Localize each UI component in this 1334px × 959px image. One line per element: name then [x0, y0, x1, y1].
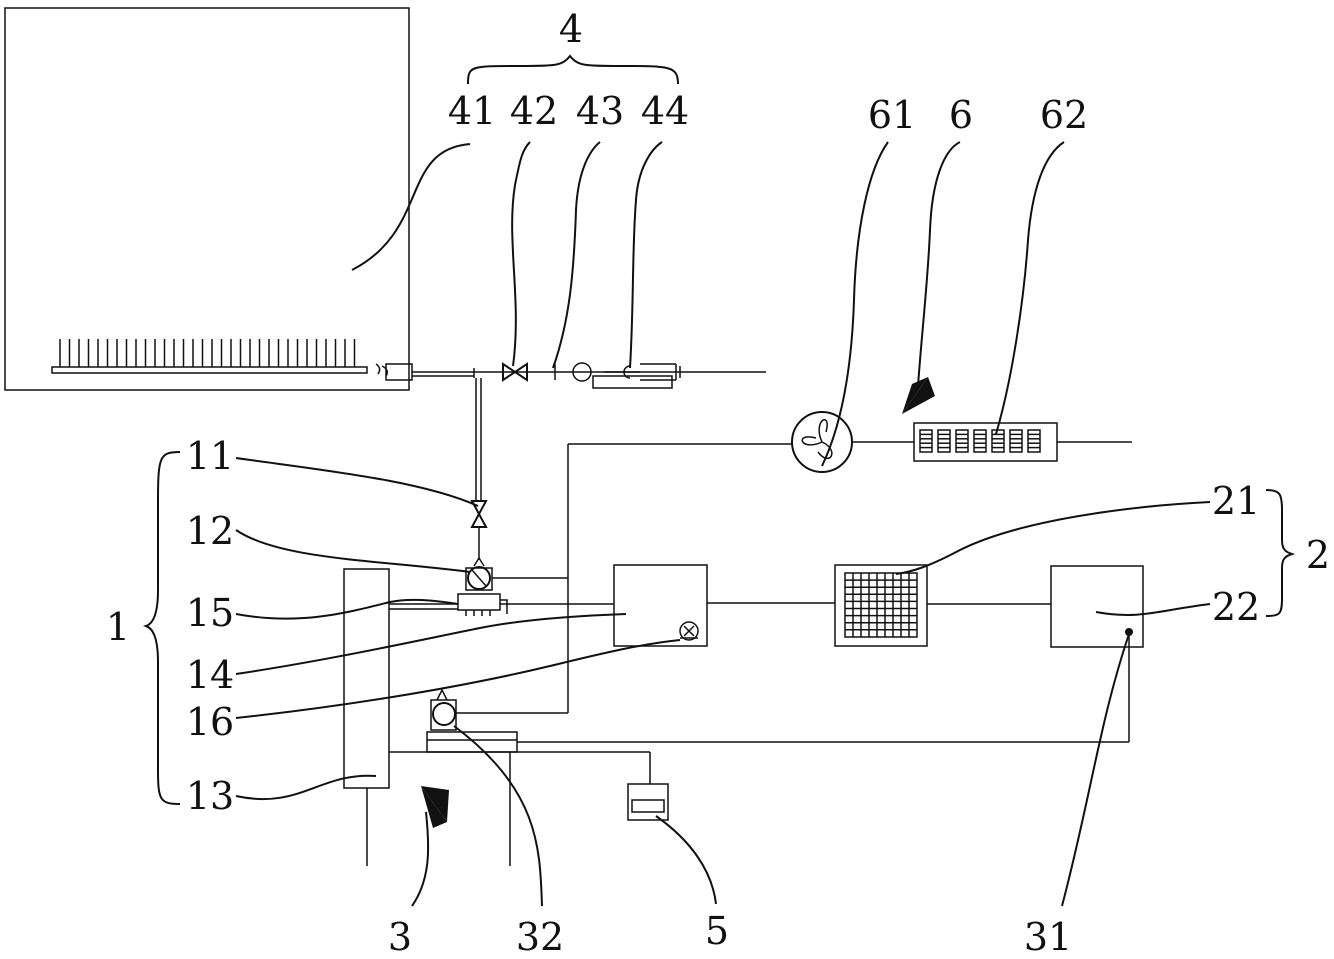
label-13: 13: [186, 774, 234, 818]
pipes-15: [389, 577, 614, 610]
label-12: 12: [186, 509, 234, 553]
valve-42: [502, 362, 528, 382]
label-42: 42: [510, 89, 558, 133]
label-16: 16: [186, 700, 234, 744]
heater-62: [913, 422, 1132, 462]
label-5: 5: [705, 909, 729, 953]
arrow-6: [902, 377, 935, 414]
pump-44: [572, 362, 681, 389]
manifold-line: [456, 443, 792, 714]
brace-1: [142, 451, 181, 805]
label-14: 14: [186, 653, 234, 697]
label-11: 11: [186, 434, 234, 478]
label-2: 2: [1306, 533, 1330, 577]
label-4: 4: [559, 7, 583, 51]
label-1: 1: [106, 605, 130, 649]
pump-12: [465, 527, 493, 591]
container-5: [627, 752, 669, 821]
label-62: 62: [1040, 93, 1088, 137]
filter-21: [834, 564, 1051, 647]
label-31: 31: [1024, 915, 1072, 959]
box-22: [1050, 565, 1144, 742]
nozzle-bar: [51, 339, 368, 374]
chamber-box: [4, 7, 410, 391]
label-32: 32: [516, 915, 564, 959]
label-3: 3: [388, 915, 412, 959]
pump-32: [430, 688, 457, 731]
chamber-connector: [375, 363, 474, 381]
label-41: 41: [448, 89, 496, 133]
label-61: 61: [868, 93, 916, 137]
feed-pipe: [475, 378, 482, 502]
brace-2: [1265, 489, 1296, 617]
brace-4: [467, 54, 679, 85]
tank-13: [343, 568, 390, 866]
label-6: 6: [949, 93, 973, 137]
label-15: 15: [186, 591, 234, 635]
plate-31: [389, 731, 1129, 866]
label-22: 22: [1212, 585, 1260, 629]
label-44: 44: [641, 89, 689, 133]
valve-11: [470, 500, 488, 528]
arrow-3: [421, 786, 449, 828]
block-15: [457, 593, 508, 616]
labels: 4 41 42 43 44 61 6 62 11 12 15 14 16 13 …: [106, 7, 1330, 959]
box-14: [613, 564, 835, 647]
fan-61: [791, 411, 914, 473]
label-43: 43: [576, 89, 624, 133]
label-21: 21: [1212, 479, 1260, 523]
leaders: [235, 141, 1211, 907]
